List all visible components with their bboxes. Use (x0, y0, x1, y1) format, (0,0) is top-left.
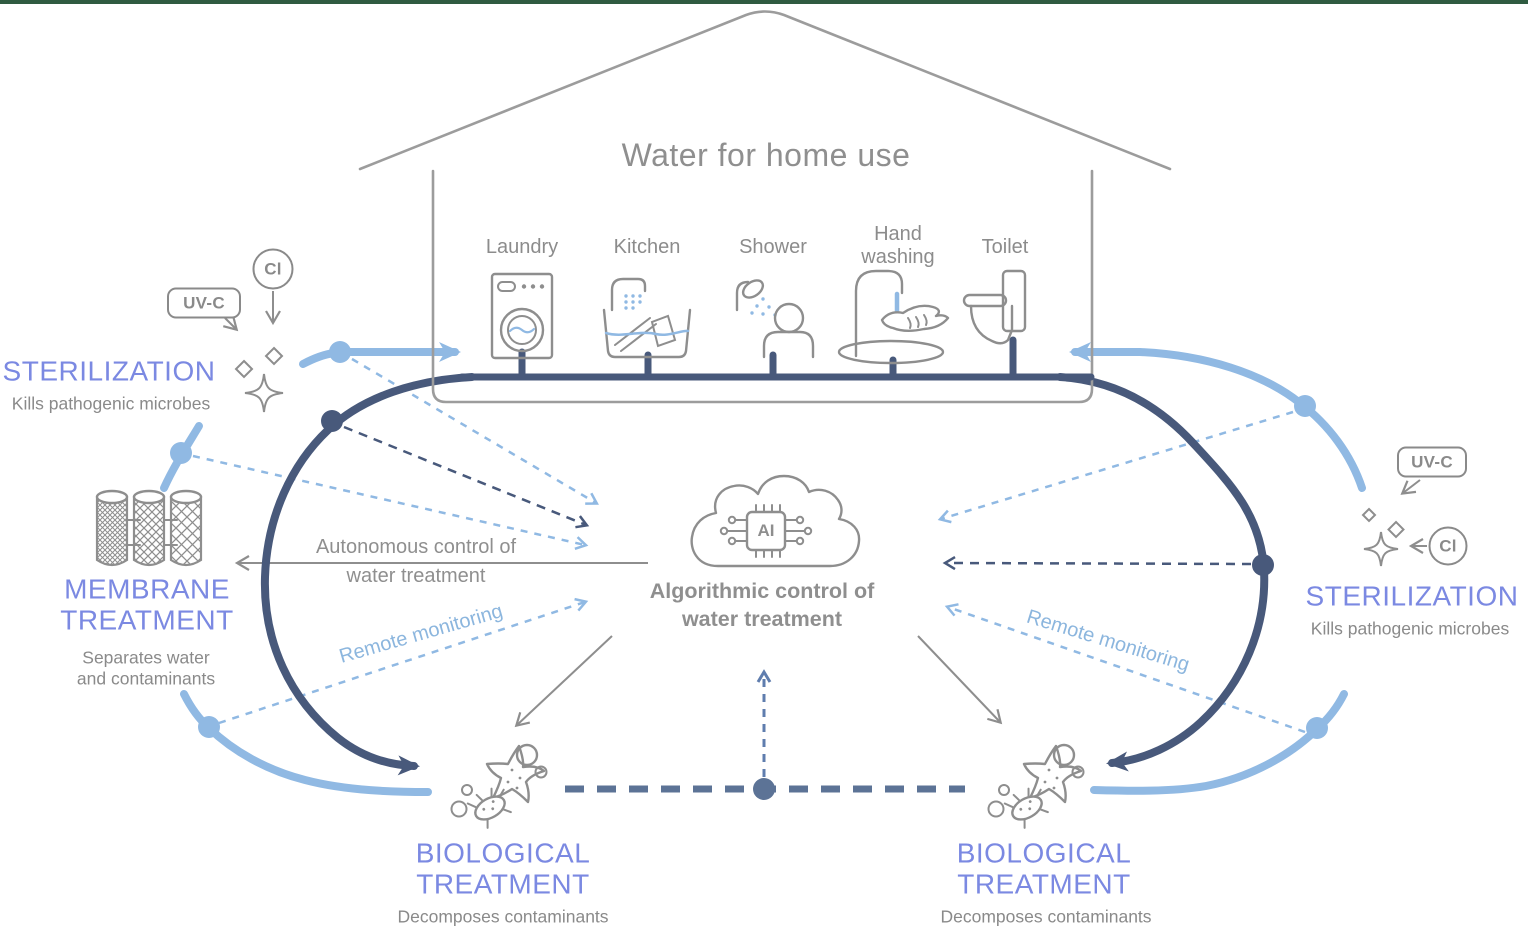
kitchen-sink-icon (602, 277, 692, 359)
microbes-icon (450, 743, 548, 829)
biological-left-subtitle: Decomposes contaminants (397, 906, 609, 927)
uvc-badge-left: UV-C (167, 287, 241, 319)
cleanwater-arc-right-bottom (1090, 690, 1348, 795)
house-outline (358, 10, 1172, 404)
sparkles-left (234, 346, 284, 413)
membrane-title: MEMBRANE TREATMENT (60, 573, 234, 636)
toilet-icon (962, 269, 1027, 345)
autonomous-control-label: Autonomous control of water treatment (315, 536, 517, 587)
ai-chip-icon (719, 504, 813, 558)
appliance-label-shower: Shower (739, 236, 807, 258)
drain-pipes (458, 336, 1095, 381)
appliance-label-toilet: Toilet (981, 236, 1029, 258)
biological-right-title: BIOLOGICAL TREATMENT (956, 837, 1132, 900)
wastewater-arc-left (260, 373, 476, 776)
uvc-badge-right: UV-C (1397, 446, 1467, 478)
shower-spray-dots (750, 297, 777, 317)
biological-left-title: BIOLOGICAL TREATMENT (415, 837, 591, 900)
badge-arrows (222, 291, 1427, 554)
membrane-filters-icon (95, 489, 203, 567)
bottom-sensor-dot (753, 778, 775, 800)
hand-washing-icon (837, 269, 950, 365)
sterilization-right-title: STERILIZATION (1305, 580, 1519, 612)
sensor-links (192, 357, 1306, 734)
microbes-icon-right (987, 743, 1085, 832)
membrane-subtitle: Separates water and contaminants (76, 647, 216, 688)
appliance-label-kitchen: Kitchen (613, 236, 681, 258)
algorithmic-control-title: Algorithmic control of water treatment (649, 579, 875, 631)
cl-badge-left: Cl (252, 248, 294, 290)
bottom-links (565, 669, 965, 800)
washing-machine-icon (490, 272, 554, 360)
wastewater-arc-right (1056, 373, 1269, 772)
appliance-label-laundry: Laundry (485, 236, 559, 258)
sterilization-right-subtitle: Kills pathogenic microbes (1310, 618, 1510, 639)
cleanwater-arc-left-bottom (180, 690, 432, 796)
ai-cloud-icon (690, 474, 861, 568)
ai-chip-label: AI (757, 521, 775, 540)
sparkles-right (1361, 507, 1405, 567)
sterilization-left-title: STERILIZATION (2, 355, 216, 387)
sensor-dots (170, 341, 1328, 739)
cleanwater-arc-right-top (1069, 342, 1366, 492)
faucet-spray-dots (624, 294, 642, 310)
cl-badge-right: Cl (1428, 526, 1468, 566)
top-green-bar (0, 0, 1528, 4)
house-title: Water for home use (621, 136, 911, 173)
sterilization-left-subtitle: Kills pathogenic microbes (11, 393, 211, 414)
biological-right-subtitle: Decomposes contaminants (940, 906, 1152, 927)
appliance-label-hand-washing: Hand washing (861, 223, 935, 268)
shower-icon (735, 279, 815, 359)
control-arrows (234, 555, 1003, 728)
